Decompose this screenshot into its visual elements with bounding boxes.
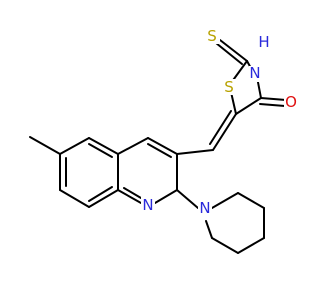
atom-oxygen-carbonyl: O [285, 93, 297, 111]
atom-sulfur-thione: S [207, 27, 217, 45]
bonds [29, 39, 287, 254]
bond-c4q-c4a [117, 137, 149, 155]
bond-c4p-c5p [237, 237, 265, 254]
bond-c8q-c8a [88, 189, 119, 208]
bond-c5p-c6p [211, 237, 239, 254]
molecule-structure: S N H S O N N [29, 27, 298, 254]
atom-nitrogen-piperidine: N [199, 199, 210, 217]
bond-c8q-c8a-inner [88, 186, 113, 202]
bond-c5-ch-a [212, 113, 237, 151]
atom-sulfur-ring: S [224, 78, 234, 96]
bond-c6p-npip [205, 220, 213, 239]
atom-hydrogen-nh: H [258, 33, 269, 51]
bond-c5-ch-b [209, 110, 232, 145]
bond-c4a-c5q [88, 137, 119, 155]
bond-c3-c4q [147, 137, 178, 155]
atom-nitrogen-quinoline: N [142, 196, 153, 214]
bond-c4-o-b [259, 103, 286, 107]
bond-npip-c2p [211, 192, 239, 209]
bond-c2-s-thione-b [215, 42, 243, 65]
bond-c5-c4 [235, 97, 262, 115]
bond-c7q-c8q [59, 189, 90, 208]
bond-c4-o-a [260, 97, 287, 101]
bond-c6q-methyl [29, 136, 61, 155]
atom-nitrogen-nh: N [249, 64, 260, 82]
atom-labels: S N H S O N N [141, 27, 298, 217]
bond-c5q-c6q [59, 137, 90, 155]
bond-c2-s-thione-a [219, 39, 248, 62]
bond-c3-c4q-inner [147, 143, 172, 158]
bond-ch-c3 [176, 149, 214, 155]
bond-s-ring-c5 [230, 91, 237, 115]
molecule-canvas: S N H S O N N [29, 27, 298, 254]
bond-c2p-c3p [237, 192, 265, 209]
bond-c2q-npip [176, 189, 199, 209]
bond-c4a-c5q-inner [88, 143, 113, 158]
bond-n1-c2q [154, 189, 178, 204]
bond-c8a-n1 [117, 189, 142, 204]
bond-c8a-n1-inner [123, 187, 142, 199]
